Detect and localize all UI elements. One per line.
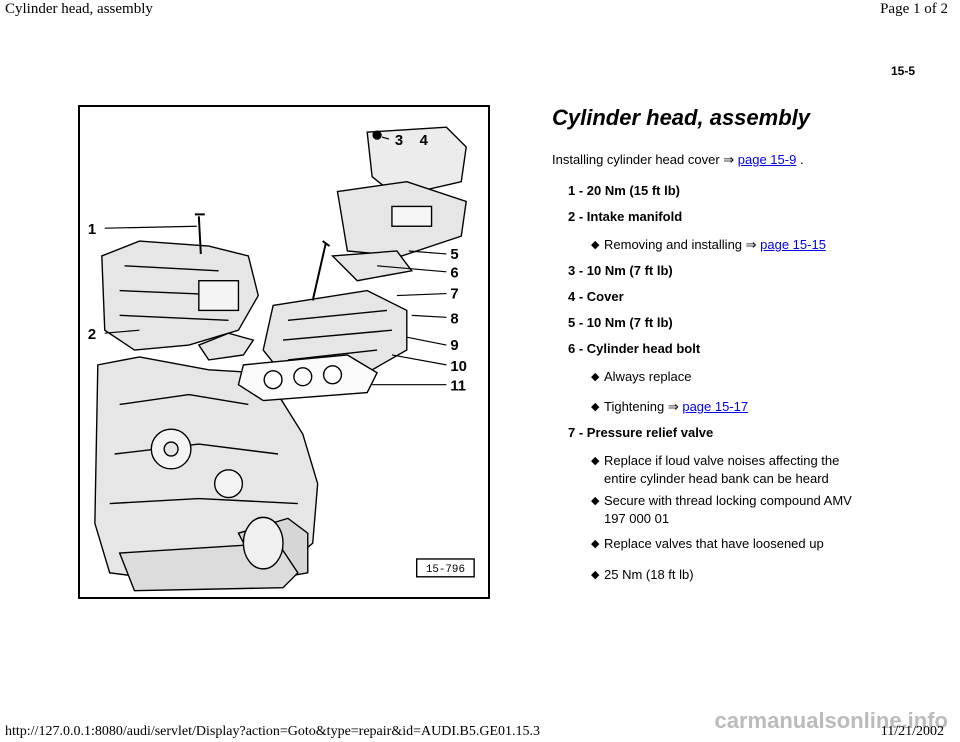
page-link[interactable]: page 15-17 (682, 399, 749, 414)
page-indicator: Page 1 of 2 (880, 1, 948, 17)
engine-exploded-diagram: 1 2 3 4 5 6 7 8 9 10 11 15-796 (78, 105, 490, 599)
diamond-bullet-icon: ◆ (591, 538, 600, 550)
page-link[interactable]: page 15-15 (760, 237, 826, 252)
diamond-bullet-icon: ◆ (591, 455, 600, 467)
callout-1: 1 (88, 222, 96, 238)
item-label: 3 - 10 Nm (7 ft lb) (568, 263, 673, 278)
item-label: 2 - Intake manifold (568, 209, 683, 224)
diamond-bullet-icon: ◆ (591, 495, 600, 507)
diagram-svg: 1 2 3 4 5 6 7 8 9 10 11 15-796 (88, 126, 475, 592)
diamond-bullet-icon: ◆ (591, 239, 600, 251)
diamond-bullet-icon: ◆ (591, 569, 600, 581)
callout-7: 7 (450, 287, 458, 303)
callout-11: 11 (450, 379, 466, 395)
diamond-bullet-icon: ◆ (591, 371, 600, 383)
sub-item: ◆Always replace (591, 369, 692, 384)
header-title: Cylinder head, assembly (5, 1, 153, 17)
figure-code: 15-796 (426, 564, 465, 576)
footer-url: http://127.0.0.1:8080/audi/servlet/Displ… (5, 724, 540, 739)
sub-item: ◆Replace valves that have loosened up (591, 536, 824, 551)
watermark: carmanualsonline.info (714, 708, 949, 733)
callout-5: 5 (450, 247, 458, 263)
callout-2: 2 (88, 327, 96, 343)
diamond-bullet-icon: ◆ (591, 401, 600, 413)
intro-line: Installing cylinder head cover ⇒ page 15… (552, 152, 804, 167)
item-label: 6 - Cylinder head bolt (568, 341, 701, 356)
footer-date: 11/21/2002 (880, 724, 944, 739)
link-page-15-9[interactable]: page 15-9 (737, 152, 797, 167)
item-label: 4 - Cover (568, 289, 624, 304)
callout-6: 6 (450, 266, 458, 282)
section-title: Cylinder head, assembly (552, 105, 810, 130)
sub-item: ◆Tightening ⇒ page 15-17 (591, 399, 749, 414)
callout-3: 3 (395, 133, 403, 149)
page-number: 15-5 (890, 64, 915, 78)
sub-item: ◆Replace if loud valve noises affecting … (591, 453, 840, 486)
sub-item: ◆25 Nm (18 ft lb) (591, 567, 694, 582)
item-label: 5 - 10 Nm (7 ft lb) (568, 315, 673, 330)
item-label: 7 - Pressure relief valve (568, 425, 714, 440)
sub-item: ◆Secure with thread locking compound AMV… (591, 493, 852, 526)
callout-10: 10 (450, 359, 467, 375)
callout-4: 4 (420, 133, 429, 149)
sub-item: ◆Removing and installing ⇒ page 15-15 (591, 237, 826, 252)
callout-8: 8 (450, 311, 458, 327)
item-label: 1 - 20 Nm (15 ft lb) (568, 183, 680, 198)
callout-9: 9 (450, 338, 458, 354)
